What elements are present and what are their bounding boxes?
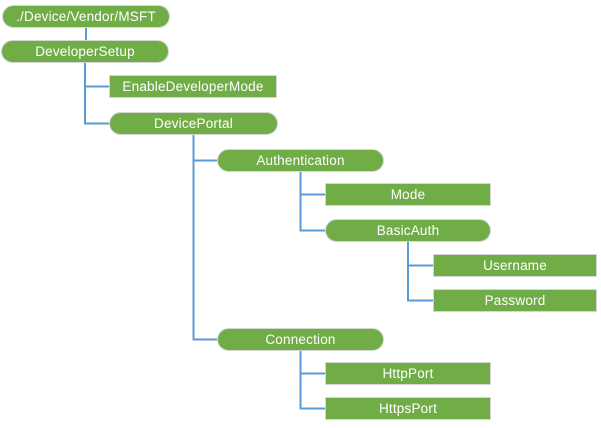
node-https-port: HttpsPort — [325, 397, 491, 420]
node-mode: Mode — [325, 183, 491, 206]
connector-device-portal-to-authentication — [192, 135, 217, 162]
connector-connection-to-http-port — [299, 351, 325, 375]
connector-authentication-to-basic-auth — [299, 172, 325, 232]
node-username: Username — [433, 254, 597, 277]
connector-device-portal-to-connection — [192, 135, 217, 341]
node-root: ./Device/Vendor/MSFT — [2, 5, 170, 28]
connector-developer-setup-to-device-portal — [84, 63, 109, 125]
node-password: Password — [433, 289, 597, 312]
connector-basic-auth-to-password — [407, 242, 433, 302]
node-device-portal: DevicePortal — [109, 112, 278, 135]
node-enable-developer-mode: EnableDeveloperMode — [109, 75, 277, 98]
node-developer-setup: DeveloperSetup — [1, 40, 169, 63]
node-basic-auth: BasicAuth — [325, 219, 491, 242]
connector-authentication-to-mode — [299, 172, 325, 196]
connector-developer-setup-to-enable-developer-mode — [84, 63, 109, 88]
node-authentication: Authentication — [217, 149, 384, 172]
connector-connection-to-https-port — [299, 351, 325, 410]
node-connection: Connection — [217, 328, 384, 351]
node-http-port: HttpPort — [325, 362, 491, 385]
connector-basic-auth-to-username — [407, 242, 433, 267]
